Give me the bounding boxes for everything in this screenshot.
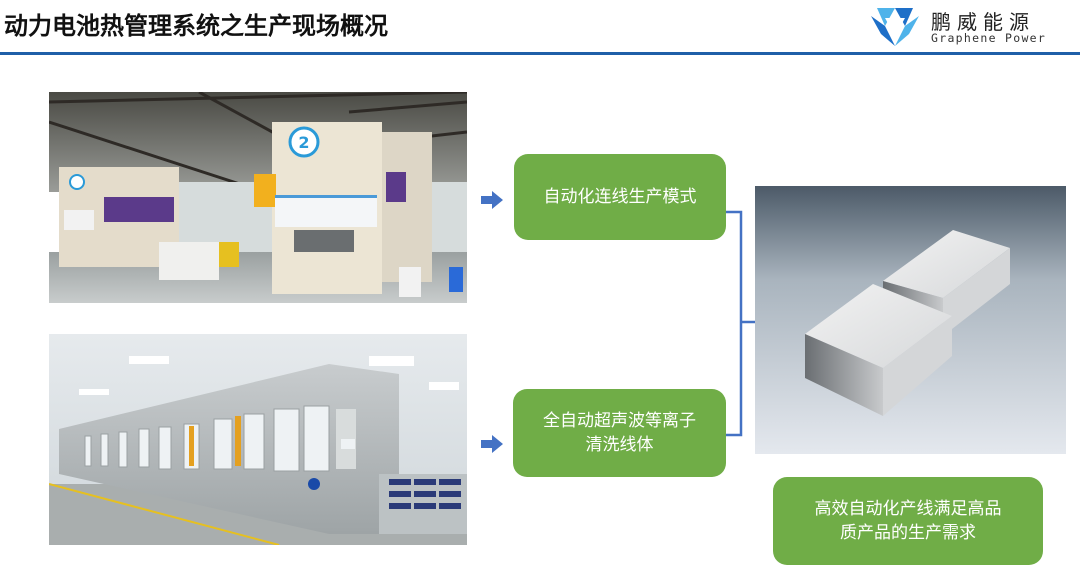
- header-divider: [0, 52, 1080, 55]
- pengwei-logo-icon: [871, 8, 919, 46]
- ultrasonic-cleaning-line-photo: [49, 334, 467, 545]
- logo-english-name: Graphene Power: [931, 31, 1047, 45]
- svg-text:2: 2: [298, 133, 309, 152]
- step-label: 自动化连线生产模式: [543, 187, 697, 207]
- arrow-right-icon: [481, 435, 503, 453]
- step-label-line2: 清洗线体: [585, 435, 654, 455]
- aluminum-tube-product-photo: [755, 186, 1066, 454]
- result-box-high-quality: 高效自动化产线满足高品 质产品的生产需求: [773, 477, 1043, 565]
- step-label-line1: 全自动超声波等离子: [543, 411, 696, 431]
- arrow-right-icon: [481, 191, 503, 209]
- bracket-connector: [726, 210, 756, 437]
- page-title: 动力电池热管理系统之生产现场概况: [4, 12, 388, 40]
- company-logo: 鹏威能源 Graphene Power: [871, 4, 1071, 48]
- logo-chinese-name: 鹏威能源: [931, 10, 1035, 34]
- result-label-line1: 高效自动化产线满足高品: [814, 499, 1002, 519]
- step-box-automated-line: 自动化连线生产模式: [514, 154, 726, 240]
- stamping-press-workshop-photo: 2: [49, 92, 467, 303]
- step-box-cleaning-line: 全自动超声波等离子 清洗线体: [513, 389, 726, 477]
- result-label-line2: 质产品的生产需求: [840, 523, 976, 543]
